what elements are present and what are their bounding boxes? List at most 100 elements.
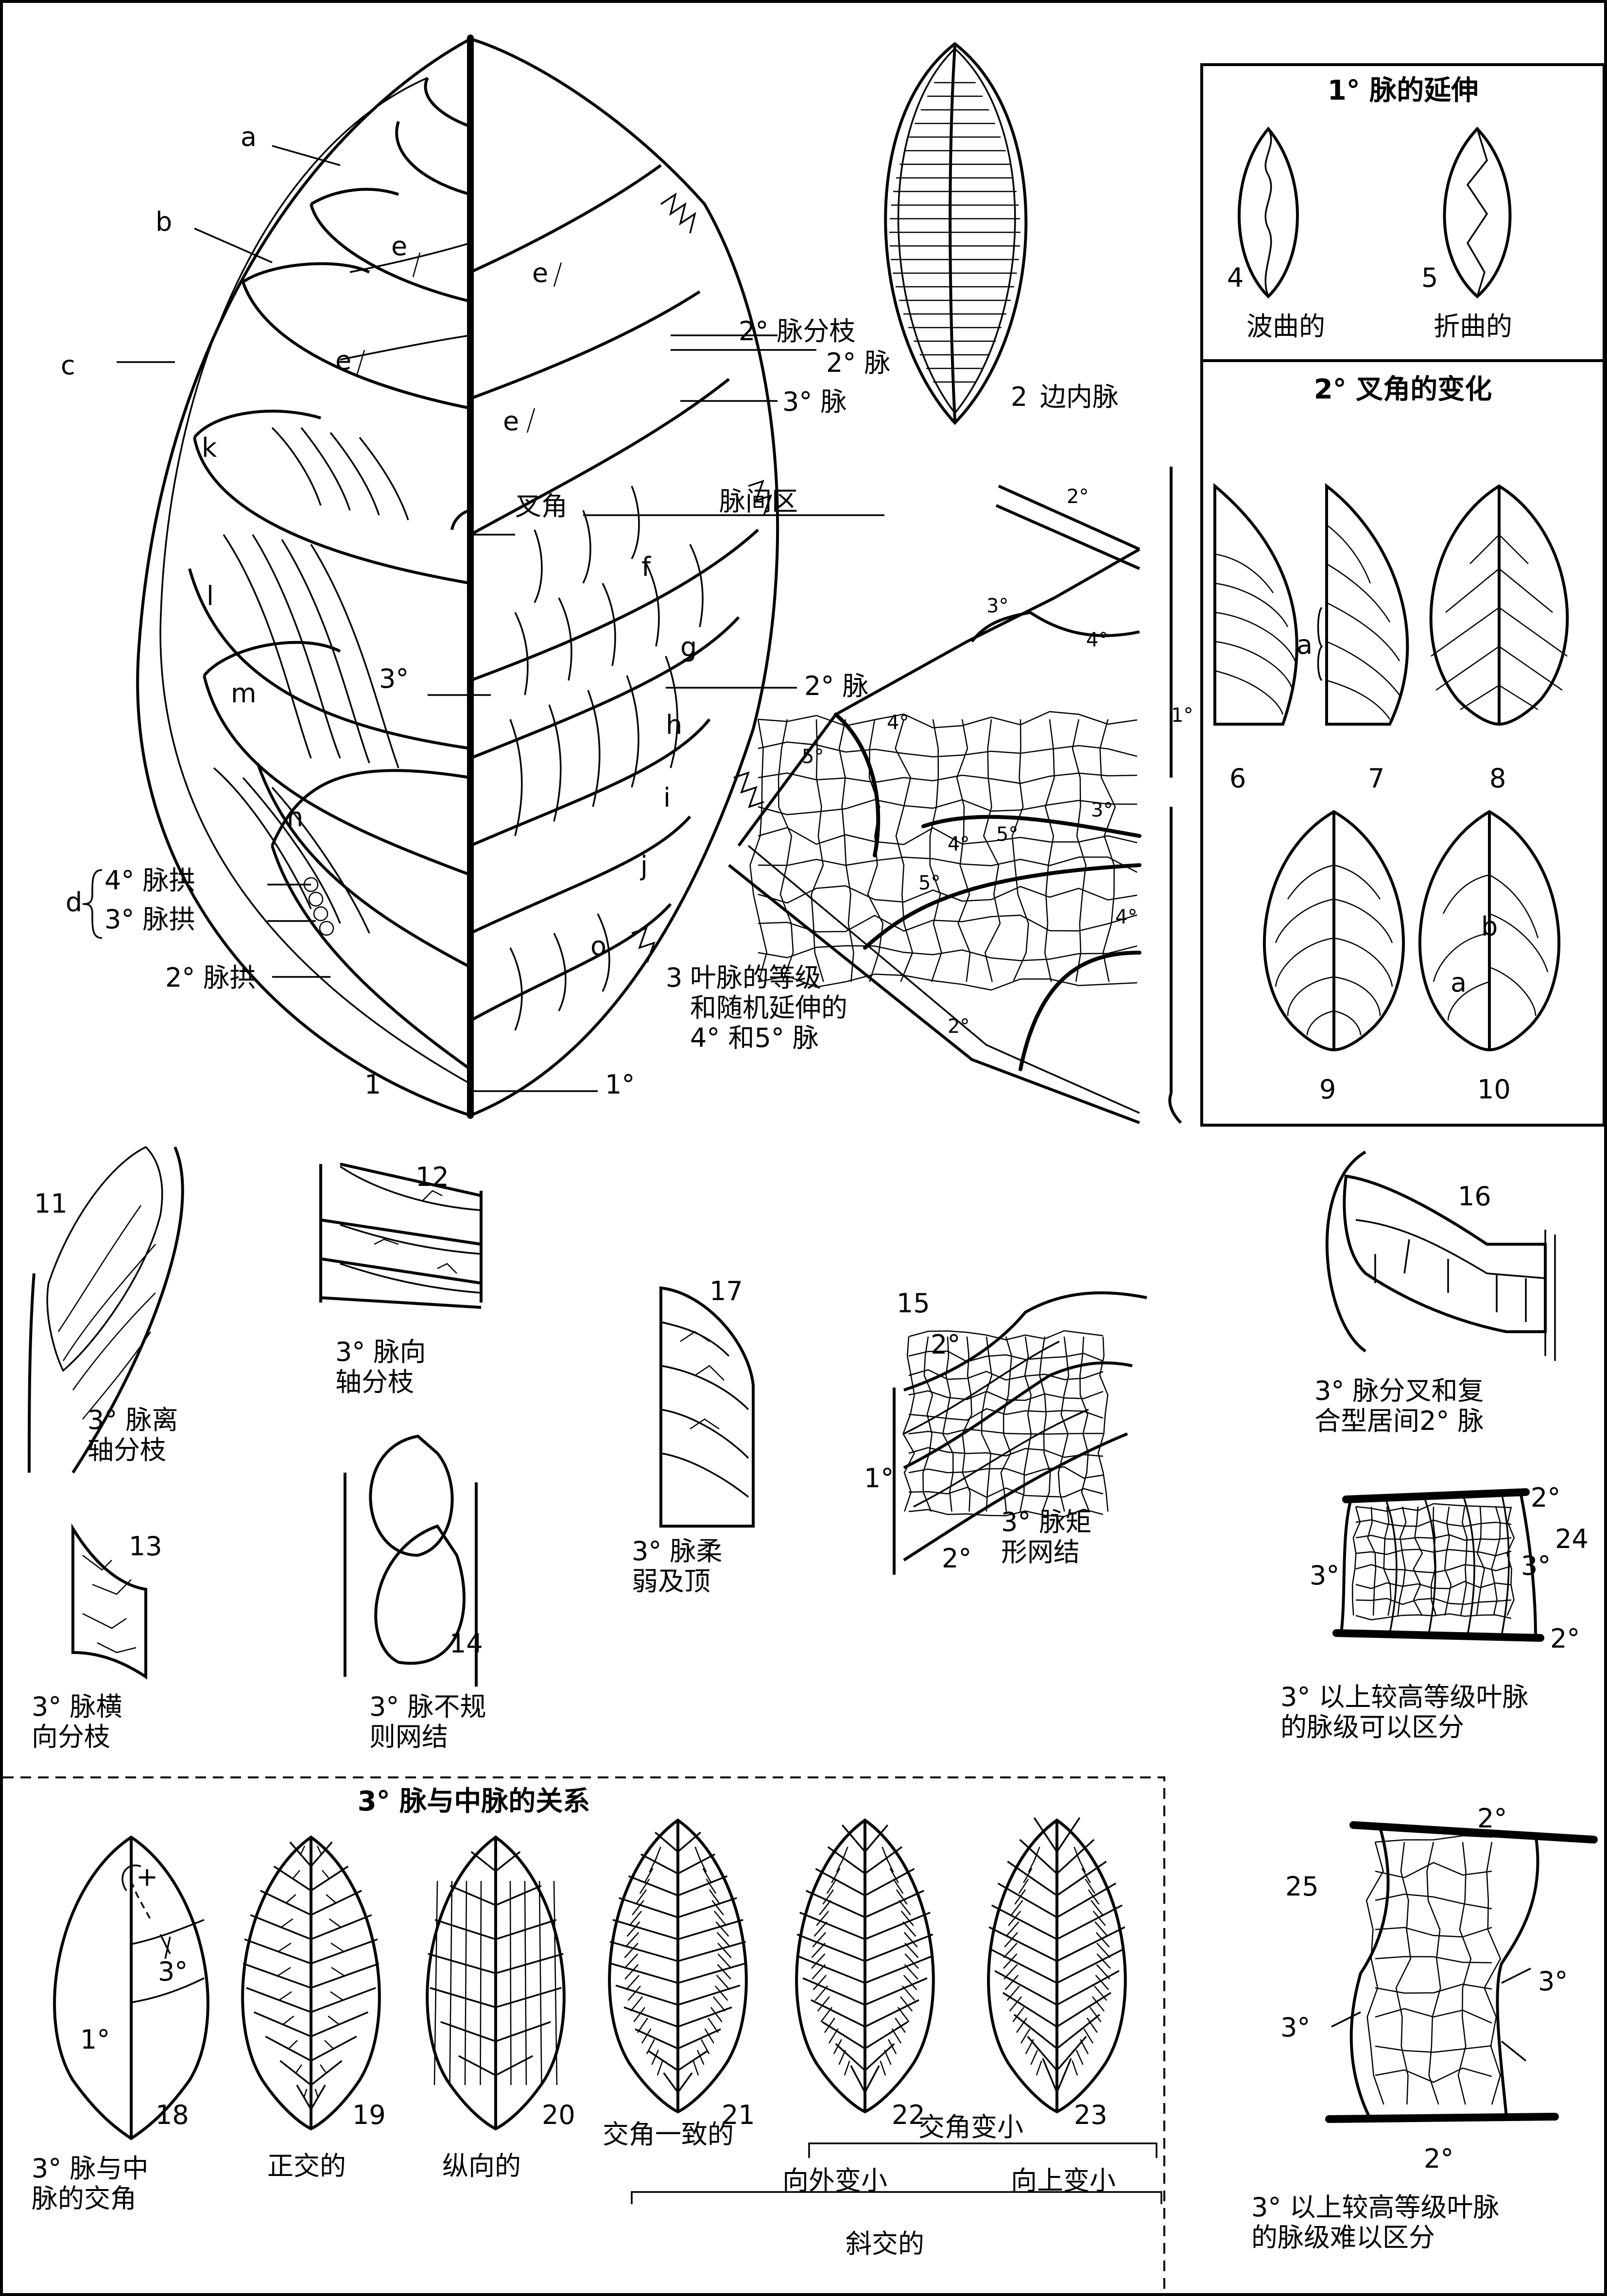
secondary-vein [615, 1984, 741, 2006]
tertiary-vein [904, 1943, 919, 1958]
fig18-plus: + [136, 1861, 158, 1892]
fig25-areole-row [1375, 1927, 1492, 1938]
fig15-areole-row [908, 1408, 1104, 1421]
tertiary-vein [316, 1845, 322, 1855]
fig3-areole-row [758, 945, 1138, 961]
fig19-number: 19 [352, 2100, 386, 2130]
fig1-label-sec: 2° 脉 [826, 348, 891, 378]
tertiary-vein [900, 1911, 914, 1926]
fig3-areole-row [758, 772, 1138, 784]
fig25-areole-row [1375, 2045, 1492, 2053]
fig10-number: 10 [1477, 1074, 1511, 1105]
tertiary-vein [657, 2060, 663, 2076]
tertiary-vein [1071, 2060, 1078, 2076]
tertiary-vein [904, 1964, 918, 1980]
fig20-caption: 纵向的 [442, 2151, 521, 2181]
tertiary-vein [698, 1857, 707, 1873]
secondary-vein [827, 1846, 903, 1875]
tertiary-vein [844, 2060, 850, 2076]
tertiary-vein [1077, 1857, 1086, 1873]
tertiary-vein [708, 1889, 721, 1905]
fig16-caption: 3° 脉分叉和复合型居间2° 脉 [1314, 1375, 1484, 1436]
fig24-areole-col [1351, 1506, 1361, 1616]
tertiary-vein [625, 1932, 639, 1948]
tertiary-vein [1004, 1932, 1019, 1948]
tertiary-vein [649, 1857, 657, 1873]
tertiary-vein [1091, 1996, 1105, 2012]
fig17-caption: 3° 脉柔弱及顶 [632, 1536, 723, 1597]
secondary-vein [806, 1890, 924, 1918]
secondary-vein [609, 1941, 746, 1962]
fig3-areole-row [758, 741, 1138, 758]
fig25-areole-col [1457, 1842, 1472, 2105]
fig1-letter-i: i [663, 783, 671, 813]
fig1-label-ter: 3° 脉 [782, 386, 847, 417]
fig10-letter-b: b [1481, 911, 1498, 942]
tertiary-vein [717, 1964, 731, 1980]
fig16-number: 16 [1458, 1181, 1491, 1212]
secondary-vein [989, 1948, 1124, 1984]
fig24-areole-row [1355, 1613, 1512, 1620]
fig1-number: 1 [364, 1069, 381, 1100]
fig15-areole-col [981, 1336, 993, 1512]
secondary-vein [1042, 2058, 1072, 2093]
fig16-panel [1325, 1150, 1556, 1361]
secondary-vein [428, 1953, 564, 1974]
tertiary-vein [331, 1966, 346, 1977]
fig24-areole-row [1355, 1534, 1512, 1541]
secondary-vein [997, 1882, 1117, 1918]
fig14-number: 14 [449, 1628, 483, 1659]
fig1-label-quat-loop: 4° 脉拱 [104, 865, 195, 896]
fig6-leaf [1213, 483, 1298, 726]
tertiary-vein [1036, 2060, 1042, 2076]
tertiary-vein [635, 1889, 647, 1905]
fig24-areole-col [1431, 1506, 1437, 1616]
tertiary-vein [326, 1894, 337, 1904]
tertiary-vein [1030, 2050, 1038, 2065]
fig15-label-bottom: 2° [942, 1543, 971, 1574]
fig25-label-bottom: 2° [1424, 2143, 1453, 2174]
fig8-number: 8 [1489, 763, 1506, 794]
tertiary-vein [328, 1918, 342, 1929]
tertiary-vein [524, 1880, 527, 2086]
tertiary-vein [902, 1921, 916, 1937]
tertiary-vein [509, 1880, 512, 2086]
fig5-number: 5 [1421, 262, 1438, 293]
tertiary-vein [904, 1953, 919, 1969]
tertiary-vein [276, 1966, 291, 1977]
fig15-areole-col [1000, 1336, 1012, 1512]
tertiary-vein [324, 2040, 334, 2050]
fig15-areole-row [908, 1509, 1104, 1517]
fig3-label-4a: 4° [1086, 629, 1108, 651]
fig1-letter-a: a [241, 122, 257, 152]
tertiary-vein [891, 2028, 902, 2044]
fig3-areole-row [758, 827, 1138, 845]
fig1-letter-h: h [666, 710, 682, 740]
fig1-letter-n: n [287, 802, 303, 833]
tertiary-vein [831, 1868, 841, 1883]
secondary-vein [434, 1919, 557, 1940]
fig24-label-left: 3° [1310, 1560, 1339, 1591]
tertiary-vein [1095, 1932, 1110, 1948]
fig1-letter-b: b [156, 207, 172, 237]
tertiary-vein [1018, 1879, 1029, 1894]
fig1-letter-g: g [680, 632, 697, 662]
tertiary-vein [320, 2064, 327, 2074]
fig1-letter-d: d [66, 887, 82, 918]
tertiary-vein [1012, 2007, 1025, 2022]
tertiary-vein [811, 1953, 826, 1969]
fig3-label-3b: 3° [1091, 799, 1113, 821]
fig8-leaf [1429, 484, 1569, 726]
tertiary-vein [295, 2064, 302, 2074]
fig11-number: 11 [34, 1188, 68, 1219]
fig3-areole-col [1071, 719, 1087, 982]
fig1-letter-o: o [590, 931, 606, 961]
fig3-areole-row [758, 856, 1138, 873]
tertiary-vein [330, 1942, 345, 1953]
fig3-areole-col [749, 719, 768, 982]
tertiary-vein [816, 1911, 829, 1926]
tertiary-vein [1004, 1975, 1019, 1990]
tertiary-vein [711, 1900, 724, 1915]
tertiary-vein [624, 1943, 639, 1958]
